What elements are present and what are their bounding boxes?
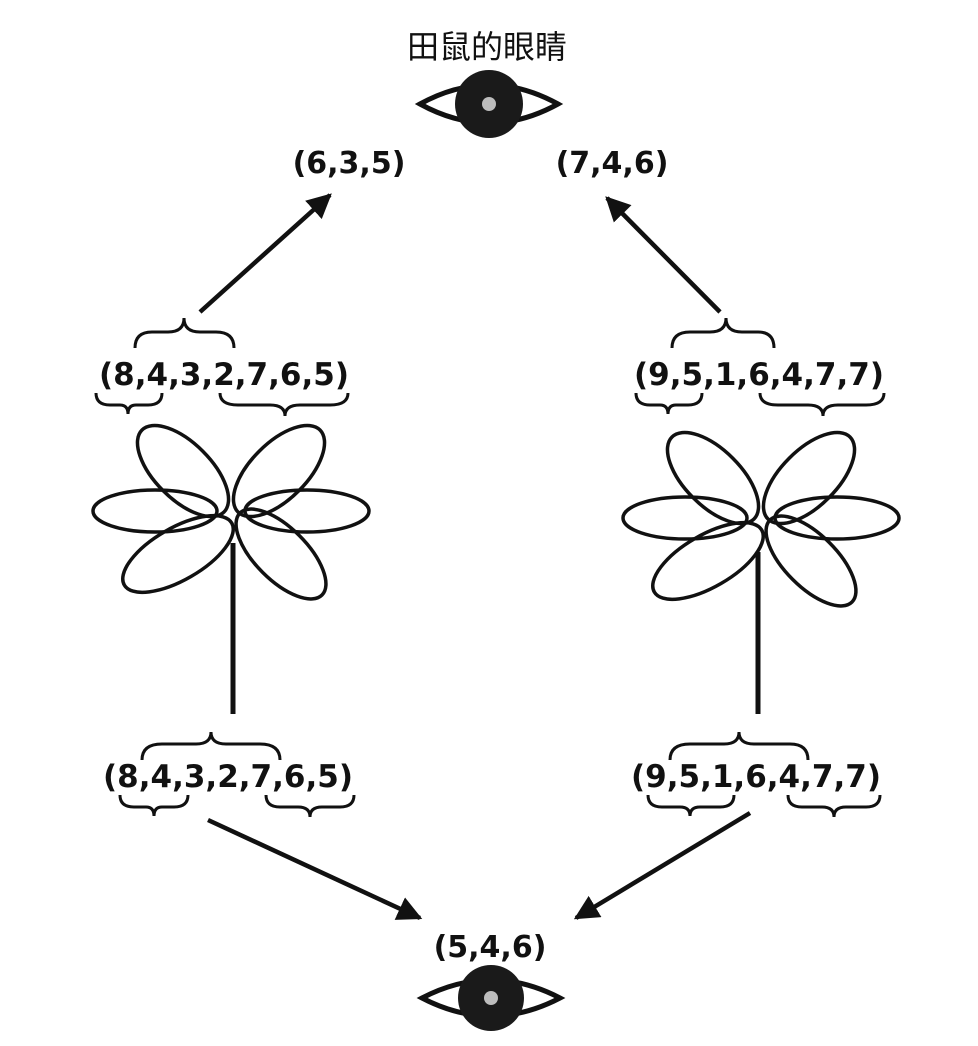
arrow-right-down xyxy=(573,811,752,920)
bottom-result: (5,4,6) xyxy=(434,930,547,965)
brace-bottom-left xyxy=(94,392,164,415)
brace-bottom-left xyxy=(646,794,736,817)
brace-top xyxy=(670,317,776,349)
arrow-left-up xyxy=(198,193,332,314)
left-lower-sequence: (8,4,3,2,7,6,5) xyxy=(103,759,353,795)
left-upper-sequence: (8,4,3,2,7,6,5) xyxy=(99,357,349,393)
left-lower-group: (8,4,3,2,7,6,5) xyxy=(103,731,356,818)
top-right-result: (7,4,6) xyxy=(556,146,669,181)
right-lower-group: (9,5,1,6,4,7,7) xyxy=(631,731,882,818)
brace-top xyxy=(133,317,236,349)
right-flower-icon xyxy=(621,430,901,714)
brace-top xyxy=(140,731,282,761)
arrow-left-down xyxy=(207,817,423,921)
brace-bottom-right xyxy=(264,794,356,818)
brace-bottom-right xyxy=(218,392,350,417)
brace-top xyxy=(668,731,810,761)
bottom-eye-icon xyxy=(416,965,566,1031)
brace-bottom-right xyxy=(758,392,886,417)
brace-bottom-left xyxy=(634,392,704,415)
right-upper-group: (9,5,1,6,4,7,7) xyxy=(634,317,886,417)
left-upper-group: (8,4,3,2,7,6,5) xyxy=(94,317,350,417)
brace-bottom-right xyxy=(786,794,882,818)
brace-bottom-left xyxy=(118,794,190,817)
title: 田鼠的眼睛 xyxy=(407,28,567,66)
top-eye-icon xyxy=(414,70,564,138)
arrow-right-up xyxy=(605,196,722,314)
top-left-result: (6,3,5) xyxy=(293,146,406,181)
right-upper-sequence: (9,5,1,6,4,7,7) xyxy=(634,357,884,393)
right-lower-sequence: (9,5,1,6,4,7,7) xyxy=(631,759,881,795)
left-flower-icon xyxy=(91,423,371,714)
